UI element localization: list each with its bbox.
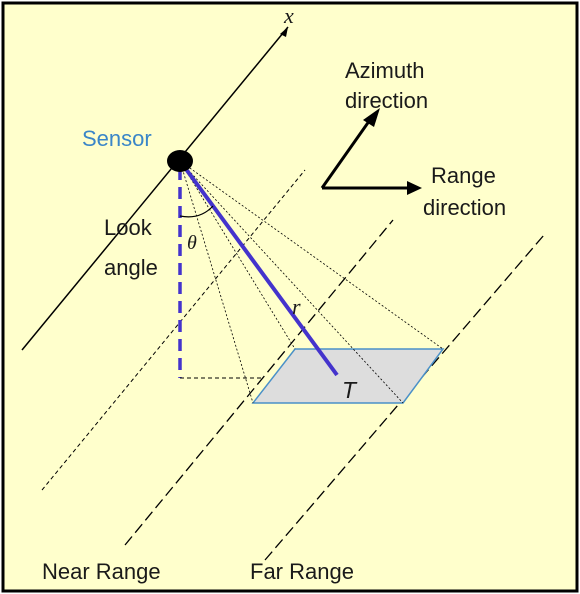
near-range-line [124, 219, 394, 546]
look-angle-label-line1: Look [104, 215, 153, 240]
look-angle-label-line2: angle [104, 255, 158, 280]
flight-path-line [21, 26, 289, 351]
look-angle-arc [179, 205, 214, 218]
axis-x-label: x [283, 3, 294, 28]
azimuth-arrowhead [363, 108, 380, 127]
beam-line-3 [179, 160, 404, 404]
sensor-label: Sensor [82, 126, 152, 151]
azimuth-label-line2: direction [345, 88, 428, 113]
target-label: T [342, 377, 358, 403]
range-label-line1: Range [431, 163, 496, 188]
far-range-label: Far Range [250, 559, 354, 584]
range-label-line2: direction [423, 195, 506, 220]
sensor-dot [167, 150, 193, 172]
range-arrowhead [407, 181, 422, 195]
theta-label: θ [187, 232, 197, 254]
beam-line-4 [179, 160, 444, 350]
azimuth-arrow-line [320, 116, 374, 189]
near-range-label: Near Range [42, 559, 161, 584]
flight-path-arrowhead [280, 27, 288, 37]
near-range-outer-line [41, 169, 306, 491]
azimuth-label-line1: Azimuth [345, 58, 424, 83]
slant-range-line [178, 159, 339, 377]
slant-range-r-label: r [292, 294, 301, 319]
beam-line-2 [179, 160, 296, 350]
